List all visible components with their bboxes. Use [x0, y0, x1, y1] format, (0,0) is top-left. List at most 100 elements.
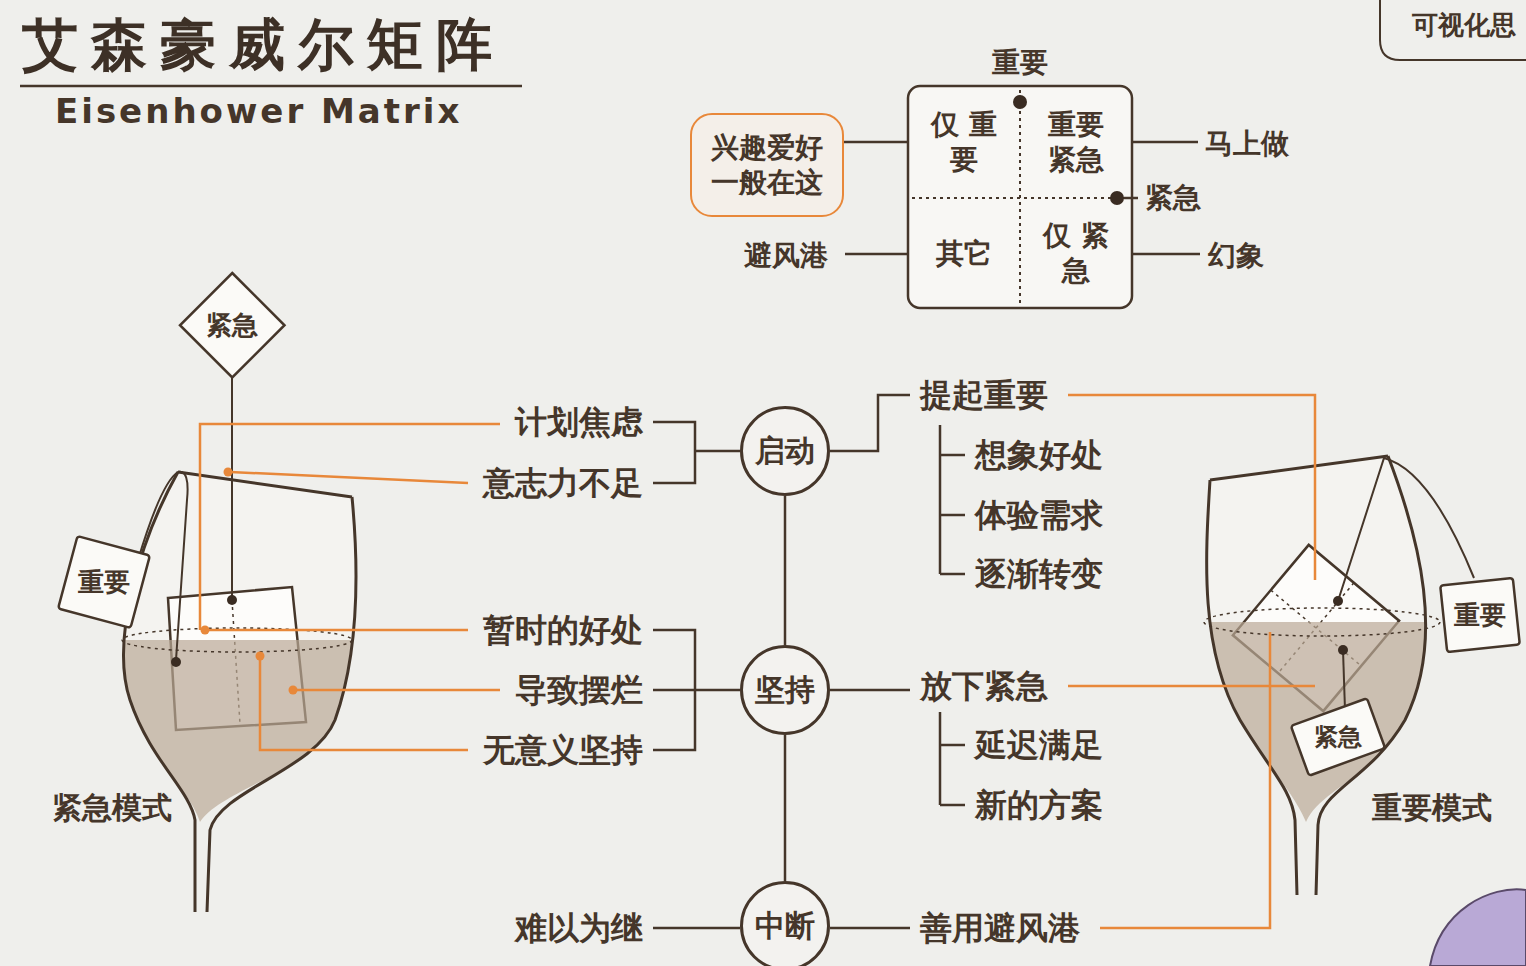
orange-leader [260, 656, 468, 750]
node-text: 兴趣爱好 一般在这 [702, 130, 832, 200]
label-holder: 新的方案 [975, 785, 1103, 825]
label-text: 紧急模式 [52, 789, 172, 827]
label-text: 导致摆烂 [515, 670, 643, 710]
tea-bag-string [1343, 650, 1345, 710]
tea-tag: 紧急 [1296, 709, 1380, 765]
label-holder: 提起重要 [920, 375, 1048, 415]
label-holder: 紧急 [1145, 180, 1201, 215]
label-text: 计划焦虑 [515, 402, 643, 442]
orange-leader [293, 689, 500, 692]
branch-bracket [940, 425, 965, 574]
label-text: 延迟满足 [975, 725, 1103, 765]
orange-leader [205, 629, 468, 632]
orange-leader [200, 424, 500, 630]
quadrant-cell: 其它 [908, 198, 1020, 308]
string-dot [1338, 645, 1348, 655]
leader-dot [256, 652, 265, 661]
branch-line [830, 395, 910, 451]
branch-bracket [653, 630, 740, 750]
leader-line [1132, 253, 1200, 256]
label-text: 紧急 [1145, 180, 1201, 215]
label-text: 重要模式 [1372, 789, 1492, 827]
circle-shape [742, 647, 829, 734]
label-text: 新的方案 [975, 785, 1103, 825]
axis-dot [1110, 191, 1124, 205]
label-text: 意志力不足 [483, 463, 643, 503]
liquid-surface [122, 628, 352, 652]
tag-shape [58, 536, 150, 628]
node-text: 坚持 [755, 671, 815, 709]
circle-shape [742, 408, 829, 495]
label-text: Eisenhower Matrix [55, 90, 462, 133]
label-text: 暂时的好处 [483, 610, 643, 650]
quadrant-cell: 仅 重要 [908, 87, 1020, 198]
glass-outline [124, 472, 356, 912]
label-text: 逐渐转变 [975, 554, 1103, 594]
branch-line [830, 689, 910, 692]
leader-dot [289, 686, 298, 695]
branch-bracket [940, 712, 965, 805]
leader-dot [201, 626, 210, 635]
stage-circle: 启动 [740, 406, 830, 496]
label-holder: 可视化思 [1412, 9, 1516, 42]
connector-line [784, 735, 787, 881]
tag-shape [1440, 578, 1520, 652]
label-holder: 重要 [992, 45, 1048, 80]
label-holder: 逐渐转变 [975, 554, 1103, 594]
node-text: 其它 [936, 236, 992, 271]
circle-shape [742, 883, 829, 966]
node-text: 重要 紧急 [1041, 107, 1111, 177]
matrix-axis [912, 197, 1128, 199]
label-holder: 幻象 [1208, 238, 1264, 273]
node-text: 仅 紧急 [1041, 218, 1111, 288]
title-underline [20, 85, 522, 88]
label-holder: 放下紧急 [920, 666, 1048, 706]
label-holder: 想象好处 [975, 435, 1103, 475]
stage-circle: 中断 [740, 881, 830, 966]
label-text: 想象好处 [975, 435, 1103, 475]
label-text: 可视化思 [1412, 9, 1516, 42]
label-holder: 善用避风港 [920, 908, 1080, 948]
node-text: 中断 [755, 907, 815, 945]
connector-line [844, 141, 908, 144]
tag-shape [1291, 698, 1385, 776]
node-text: 重要 [1454, 599, 1506, 632]
corner-bracket [1380, 0, 1526, 60]
orange-leader [1068, 395, 1315, 580]
string-dot [1333, 596, 1343, 606]
label-holder: 避风港 [744, 238, 828, 273]
tea-bag-string [1338, 458, 1474, 601]
diamond-shape [180, 273, 285, 378]
node-text: 启动 [755, 432, 815, 470]
node-text: 重要 [78, 566, 130, 599]
title-holder: 艾森豪威尔矩阵 [22, 14, 505, 76]
label-text: 马上做 [1205, 126, 1289, 161]
character-hair [1430, 889, 1526, 966]
leader-line [1132, 141, 1198, 144]
leader-dot [224, 468, 233, 477]
string-dot [227, 595, 237, 605]
tea-tag: 重要 [1442, 580, 1518, 650]
note-box: 兴趣爱好 一般在这 [690, 113, 844, 217]
label-text: 重要 [992, 45, 1048, 80]
node-text: 仅 重要 [929, 107, 999, 177]
string-dot [171, 657, 181, 667]
label-text: 无意义坚持 [483, 730, 643, 770]
label-holder: Eisenhower Matrix [55, 90, 462, 133]
node-text: 紧急 [206, 309, 258, 342]
label-holder: 计划焦虑 [515, 402, 643, 442]
quadrant-cell: 仅 紧急 [1020, 198, 1132, 308]
label-holder: 暂时的好处 [483, 610, 643, 650]
orange-leader [1100, 632, 1270, 928]
label-holder: 延迟满足 [975, 725, 1103, 765]
connector-line [784, 496, 787, 645]
label-text: 幻象 [1208, 238, 1264, 273]
label-holder: 意志力不足 [483, 463, 643, 503]
label-text: 避风港 [744, 238, 828, 273]
tea-tag: 重要 [65, 543, 143, 621]
node-text: 紧急 [1314, 722, 1362, 752]
label-text: 难以为继 [515, 908, 643, 948]
label-text: 善用避风港 [920, 908, 1080, 948]
label-holder: 马上做 [1205, 126, 1289, 161]
